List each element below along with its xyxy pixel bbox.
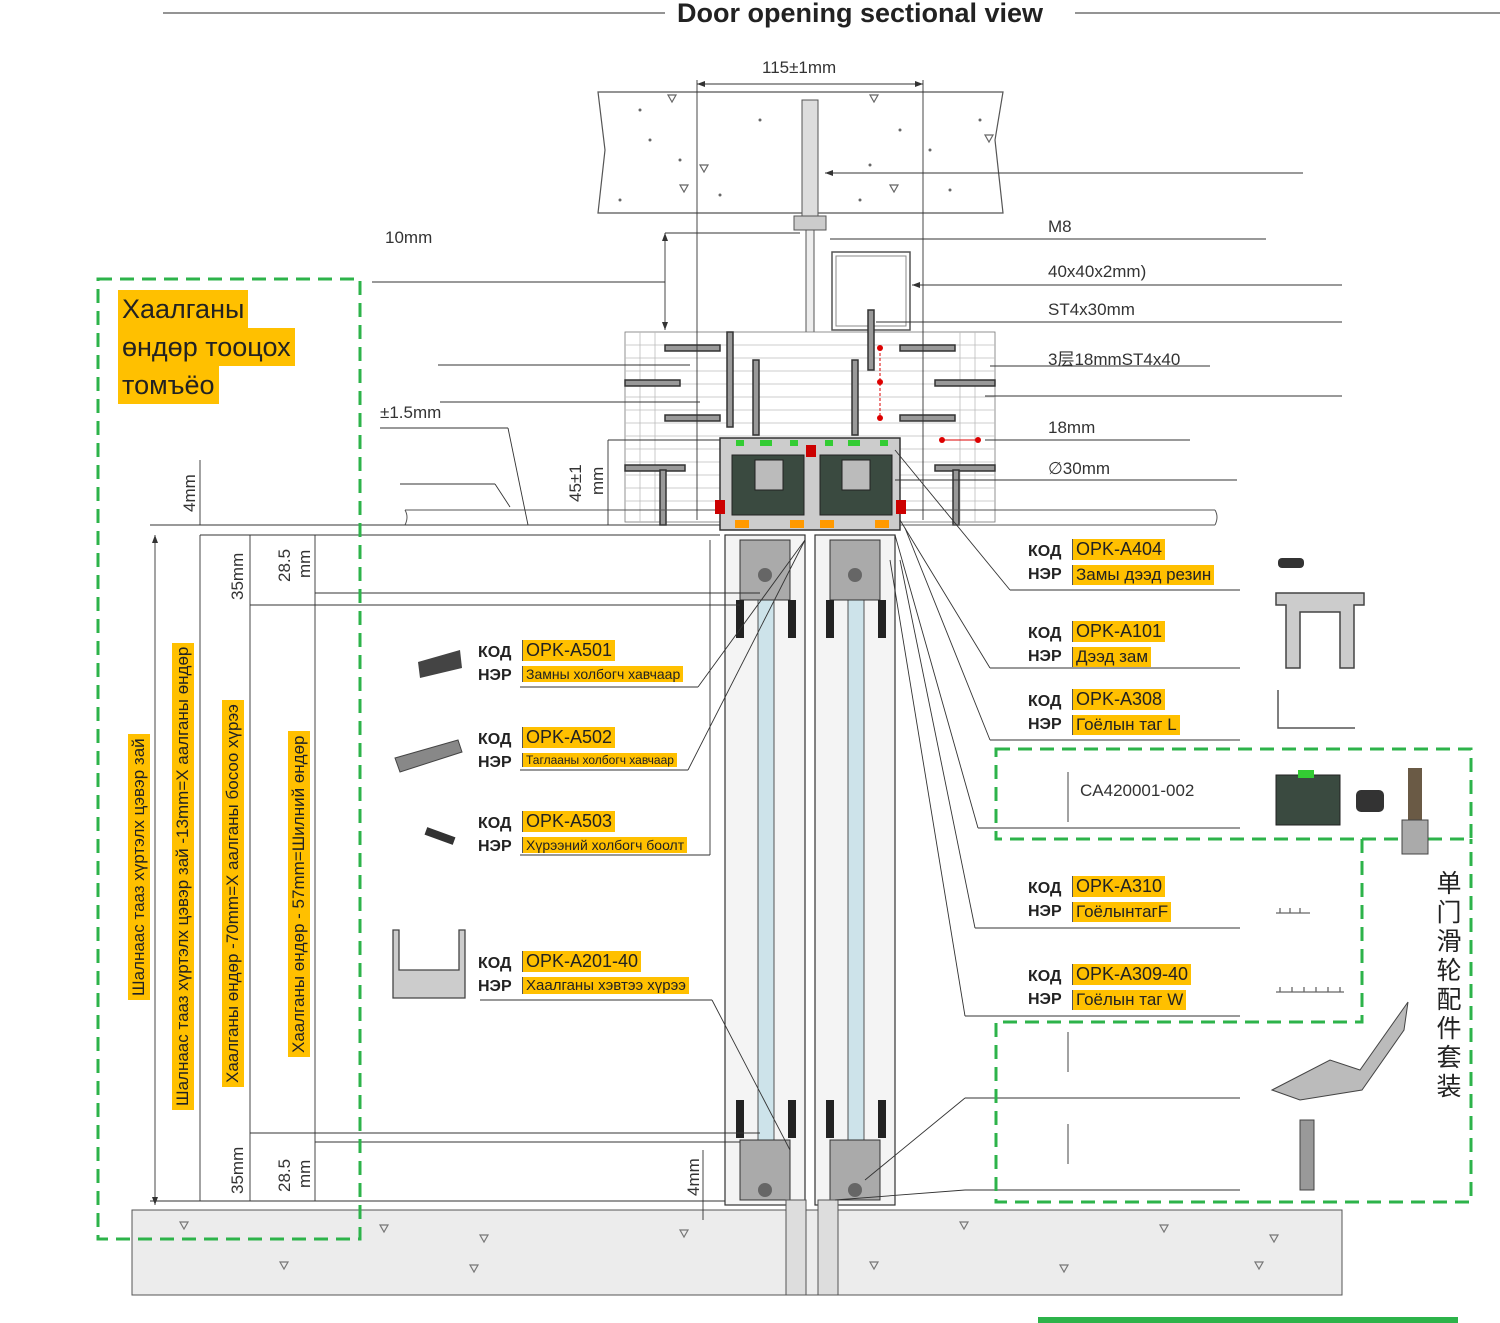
- part-name: Дээд зам: [1072, 647, 1152, 667]
- part-code: OPK-A309-40: [1072, 964, 1192, 985]
- top-track: [715, 437, 906, 531]
- code-key: КОД: [478, 644, 512, 661]
- dim-45: 45±1: [566, 464, 585, 502]
- part-code: OPK-A201-40: [522, 951, 642, 972]
- part-name: Замы дээд резин: [1072, 565, 1215, 585]
- door-panels: [724, 534, 896, 1206]
- dim-285-bot-unit: mm: [295, 1159, 314, 1188]
- code-key: КОД: [1028, 625, 1062, 642]
- label-18mm: 18mm: [1048, 418, 1096, 437]
- rubber-icon: [1278, 558, 1304, 568]
- formula-heading-line1: Хаалганы: [118, 290, 249, 328]
- name-key: НЭР: [478, 667, 512, 684]
- name-key: НЭР: [1028, 991, 1062, 1008]
- title-rule: [163, 12, 1500, 14]
- bottom-accent-bar: [1038, 1317, 1458, 1323]
- label-tube: 40x40x2mm): [1048, 262, 1147, 281]
- code-key: КОД: [478, 815, 512, 832]
- part-code: OPK-A308: [1072, 689, 1166, 710]
- kit-chinese-label: 单门滑轮配件套装: [1436, 870, 1462, 1101]
- floor-slab: [131, 1199, 1343, 1296]
- part-name: Гоёлын таг W: [1072, 990, 1187, 1010]
- ceiling-slab: [597, 91, 1004, 214]
- dashed-frames: [96, 277, 1473, 1241]
- dim-top-width: 115±1mm: [762, 58, 837, 77]
- part-name: Таглааны холбогч хавчаар: [522, 753, 677, 767]
- label-m8: M8: [1048, 217, 1072, 236]
- part-code: OPK-A404: [1072, 539, 1166, 560]
- name-key: НЭР: [1028, 903, 1062, 920]
- dim-285-top-unit: mm: [295, 549, 314, 578]
- name-key: НЭР: [478, 978, 512, 995]
- dim-35-bot: 35mm: [228, 1146, 247, 1194]
- code-key: КОД: [478, 955, 512, 972]
- formula-glass: Хаалганы өндөр - 57mm=Шилний өндөр: [288, 731, 310, 1057]
- name-key: НЭР: [478, 838, 512, 855]
- dim-35-top: 35mm: [228, 552, 247, 600]
- dim-4mm-top: 4mm: [180, 474, 199, 512]
- guide-icon: [1299, 1119, 1315, 1191]
- dim-tolerance: ±1.5mm: [380, 403, 442, 422]
- f-cover-icon: [1276, 908, 1310, 914]
- name-key: НЭР: [1028, 716, 1062, 733]
- kit-code: CA420001-002: [1080, 781, 1195, 800]
- dim-285-top: 28.5: [275, 548, 294, 582]
- label-layers: 3层18mmST4x40: [1048, 350, 1181, 369]
- part-name: Гоёлын таг L: [1072, 715, 1180, 735]
- part-code: OPK-A310: [1072, 876, 1166, 897]
- dimension-lines: [150, 80, 1342, 1220]
- name-key: НЭР: [1028, 566, 1062, 583]
- formula-clear-height: Шалнаас тааз хүртэлх цэвэр зай: [128, 734, 150, 1000]
- code-key: КОД: [1028, 543, 1062, 560]
- formula-heading-line2: өндөр тооцох: [118, 328, 295, 366]
- page-title: Door opening sectional view: [665, 0, 1056, 29]
- formula-heading: Хаалганы өндөр тооцох томъёо: [118, 290, 295, 404]
- roller-icon: [1275, 768, 1429, 855]
- cover-clip-icon: [394, 739, 463, 773]
- code-key: КОД: [1028, 968, 1062, 985]
- l-cover-icon: [1277, 690, 1355, 729]
- part-name: Хүрээний холбогч боолт: [522, 837, 688, 853]
- part-code: OPK-A501: [522, 640, 616, 661]
- dim-45-unit: mm: [588, 466, 607, 495]
- track-profile-icon: [1275, 592, 1365, 669]
- code-key: КОД: [1028, 693, 1062, 710]
- code-key: КОД: [478, 731, 512, 748]
- label-screw: ST4x30mm: [1048, 300, 1135, 319]
- frame-profile-icon: [392, 929, 466, 999]
- bolt-icon: [424, 827, 456, 845]
- code-key: КОД: [1028, 880, 1062, 897]
- dim-285-bot: 28.5: [275, 1158, 294, 1192]
- name-key: НЭР: [478, 754, 512, 771]
- label-30mm: ∅30mm: [1048, 459, 1111, 478]
- part-name: Замны холбогч хавчаар: [522, 666, 684, 682]
- formula-door-height: Шалнаас тааз хүртэлх цэвэр зай -13mm=X а…: [172, 642, 194, 1110]
- anchor-bolt: [789, 99, 831, 413]
- part-name: ГоёлынтагF: [1072, 902, 1172, 922]
- part-code: OPK-A101: [1072, 621, 1166, 642]
- title-bar: Door opening sectional view: [0, 0, 1500, 30]
- formula-heading-line3: томъёо: [118, 366, 219, 404]
- part-code: OPK-A503: [522, 811, 616, 832]
- name-key: НЭР: [1028, 648, 1062, 665]
- stopper-icon: [1270, 1001, 1409, 1101]
- dim-4mm-bot: 4mm: [684, 1158, 703, 1196]
- w-cover-icon: [1276, 987, 1344, 993]
- part-code: OPK-A502: [522, 727, 616, 748]
- dim-10mm: 10mm: [385, 228, 433, 247]
- part-name: Хаалганы хэвтээ хүрээ: [522, 977, 689, 994]
- formula-stile: Хаалганы өндөр -70mm=X аалганы босоо хүр…: [222, 700, 244, 1087]
- clip-icon: [418, 650, 462, 678]
- screws: [624, 309, 996, 526]
